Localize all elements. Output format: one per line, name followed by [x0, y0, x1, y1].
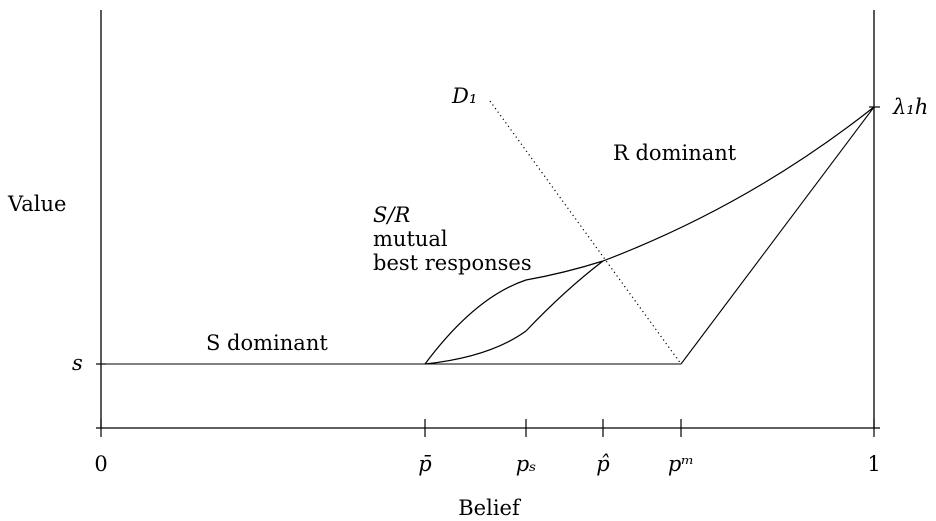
- region-sr-line3: best responses: [373, 251, 532, 275]
- region-sr-line1: S/R: [373, 203, 410, 227]
- x-tick-label-pbar: p̄: [418, 452, 431, 476]
- region-r-dominant: R dominant: [613, 141, 737, 165]
- x-tick-label-1: 1: [867, 452, 880, 476]
- region-s-dominant: S dominant: [206, 331, 328, 355]
- x-tick-label-pm: pᵐ: [668, 452, 694, 476]
- x-tick-label-phat: p̂: [596, 452, 609, 476]
- y-tick-label-s: s: [72, 351, 83, 375]
- region-sr-line2: mutual: [373, 227, 448, 251]
- d1-label: D₁: [451, 84, 477, 108]
- y-axis-label: Value: [7, 192, 66, 216]
- r-value-straight-line: [680, 106, 875, 365]
- right-tick-label: λ₁h: [892, 95, 928, 119]
- x-axis-label: Belief: [458, 496, 522, 520]
- x-tick-label-0: 0: [94, 452, 107, 476]
- x-tick-label-ps: pₛ: [516, 452, 537, 476]
- lower-value-curve: [424, 260, 604, 365]
- upper-value-curve: [424, 106, 875, 365]
